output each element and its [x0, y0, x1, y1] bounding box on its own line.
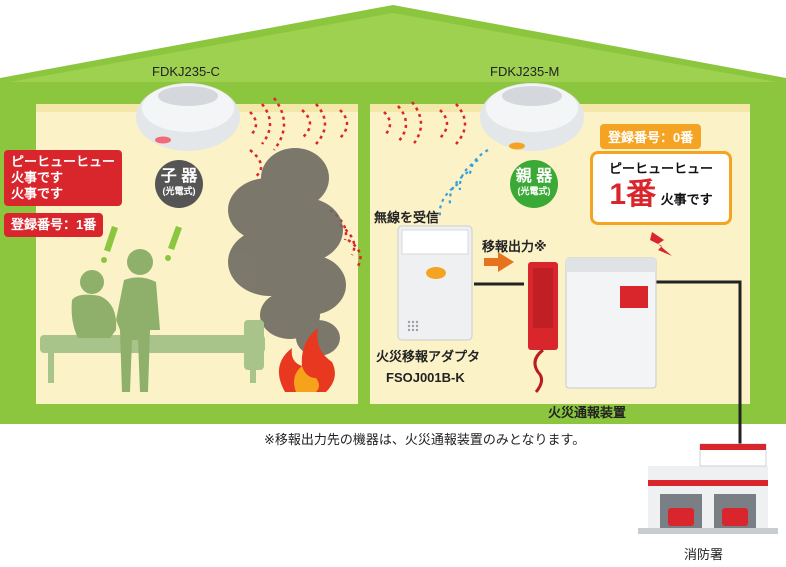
- child-badge-sub: (光電式): [162, 186, 196, 196]
- child-detector-model: FDKJ235-C: [152, 64, 220, 79]
- notification-device: [528, 257, 657, 393]
- relay-arrow-icon: [484, 252, 514, 272]
- radio-waves-red: [249, 97, 467, 267]
- adapter-name-label: 火災移報アダプタ: [376, 349, 481, 364]
- sofa: [40, 320, 265, 383]
- fire-station-label: 消防署: [684, 547, 724, 562]
- child-registration: 登録番号：1番: [4, 213, 104, 237]
- parent-alarm-suffix: 火事です: [660, 192, 713, 207]
- parent-detector-shape: [480, 83, 584, 151]
- parent-alarm-line1: ピーヒューヒュー: [608, 161, 713, 176]
- parent-badge-label: 親 器: [515, 168, 553, 185]
- notification-device-label: 火災通報装置: [548, 405, 627, 420]
- lightning-icon: [650, 232, 672, 256]
- smoke-cloud: [228, 148, 346, 356]
- child-badge: 子 器 (光電式): [155, 160, 203, 208]
- fire-flame: [278, 328, 335, 392]
- parent-alarm-number: 1番: [609, 178, 657, 211]
- wireless-receive-label: 無線を受信: [374, 210, 440, 225]
- parent-alarm-message: ピーヒューヒュー 1番 火事です: [590, 151, 732, 225]
- child-badge-label: 子 器: [160, 168, 198, 185]
- adapter-device: [397, 225, 473, 341]
- relay-output-label: 移報出力※: [482, 239, 547, 254]
- adapter-model-label: FSOJ001B-K: [386, 370, 465, 385]
- parent-registration: 登録番号：0番: [600, 124, 702, 149]
- fire-station-building: [638, 443, 778, 534]
- people-silhouettes: [71, 249, 160, 392]
- child-alarm-message: ピーヒューヒュー 火事です 火事です: [4, 150, 123, 206]
- parent-detector-model: FDKJ235-M: [490, 64, 560, 79]
- relay-note: ※移報出力先の機器は、火災通報装置のみとなります。: [264, 432, 586, 447]
- radio-waves-blue: [438, 149, 489, 217]
- parent-badge: 親 器 (光電式): [510, 160, 558, 208]
- parent-badge-sub: (光電式): [517, 186, 551, 196]
- child-detector-shape: [136, 83, 240, 151]
- exclamation-icons: [101, 226, 182, 263]
